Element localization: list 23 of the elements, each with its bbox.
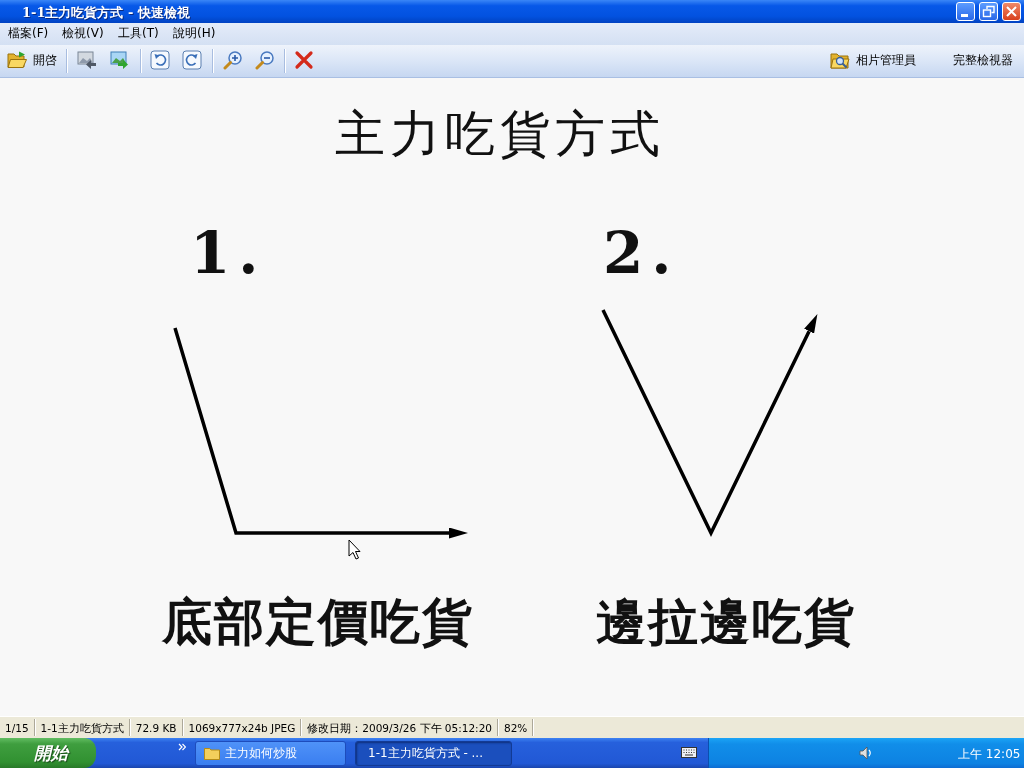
- menu-item: 檢視(V): [59, 25, 107, 42]
- page-counter: 1/15: [5, 720, 29, 735]
- photo-manager-button: 相片管理員: [828, 49, 918, 71]
- image-info: 1069x777x24b JPEG: [188, 720, 296, 735]
- menu-item: 工具(T): [115, 25, 162, 42]
- open-button: 開啓: [5, 50, 59, 70]
- menu-item: 說明(H): [170, 25, 219, 42]
- pattern-caption: 邊拉邊吃貨: [596, 596, 856, 649]
- taskbar-button: 主力如何炒股: [195, 741, 346, 766]
- pattern-caption: 底部定價吃貨: [162, 596, 474, 649]
- modified-date: 修改日期：2009/3/26 下午 05:12:20: [307, 720, 492, 735]
- step-number: 2.: [603, 224, 680, 282]
- taskbar-button: 1-1主力吃貨方式 - ...: [355, 741, 512, 766]
- file-name: 1-1主力吃貨方式: [40, 720, 124, 735]
- full-viewer-button: 完整檢視器: [951, 52, 1015, 69]
- zoom-level: 82%: [504, 720, 528, 735]
- file-size: 72.9 KB: [135, 720, 177, 735]
- diagram-title: 主力吃貨方式: [335, 108, 665, 161]
- menu-item: 檔案(F): [5, 25, 52, 42]
- window-title: 1-1主力吃貨方式 - 快速檢視: [22, 4, 190, 22]
- start-button: 開始: [0, 738, 96, 768]
- clock: 上午 12:05: [958, 746, 1021, 763]
- step-number: 1.: [190, 224, 267, 282]
